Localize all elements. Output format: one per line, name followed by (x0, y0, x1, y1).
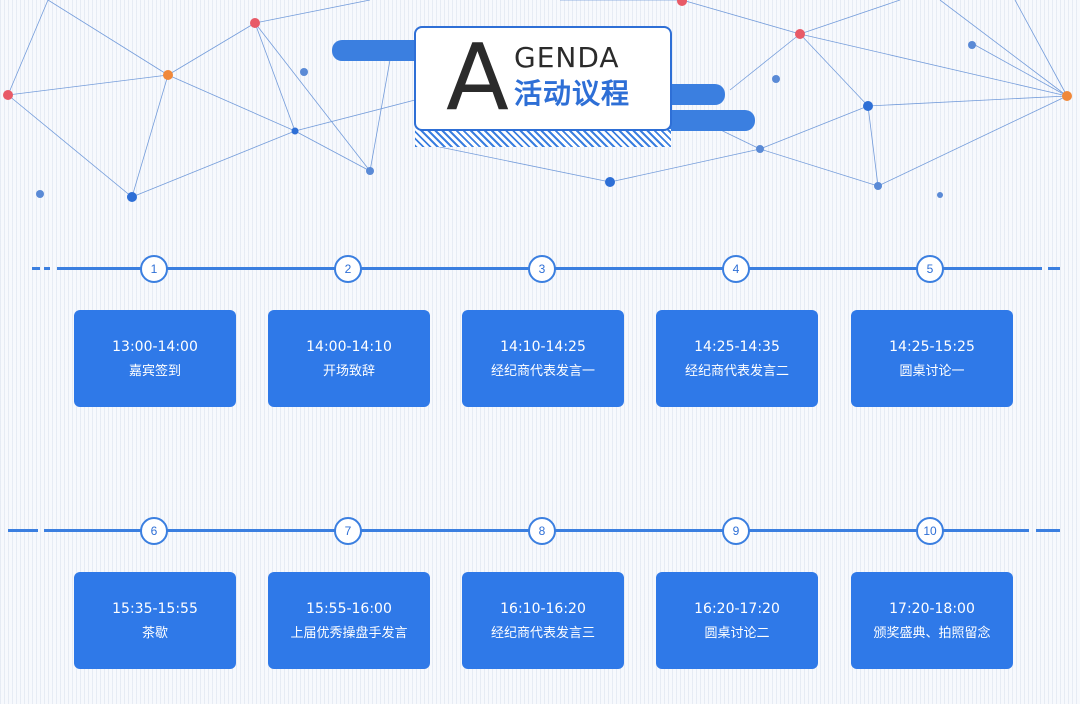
timeline-row-2: 6 7 8 9 10 (0, 515, 1080, 545)
agenda-time: 14:25-14:35 (694, 339, 780, 355)
agenda-time: 17:20-18:00 (889, 601, 975, 617)
agenda-item-title: 经纪商代表发言一 (490, 364, 595, 379)
agenda-card: 13:00-14:00 嘉宾签到 (74, 310, 236, 407)
title-shadow-decoration (415, 129, 671, 147)
agenda-card: 14:25-14:35 经纪商代表发言二 (656, 310, 818, 407)
agenda-time: 15:35-15:55 (112, 601, 198, 617)
title-text: GENDA (514, 41, 620, 74)
agenda-time: 13:00-14:00 (112, 339, 198, 355)
agenda-time: 14:00-14:10 (306, 339, 392, 355)
step-number: 7 (334, 517, 362, 545)
agenda-item-title: 经纪商代表发言三 (490, 626, 595, 641)
step-number: 4 (722, 255, 750, 283)
timeline-dash (32, 267, 40, 270)
agenda-time: 14:25-15:25 (889, 339, 975, 355)
agenda-card: 16:20-17:20 圆桌讨论二 (656, 572, 818, 669)
agenda-time: 14:10-14:25 (500, 339, 586, 355)
step-number: 6 (140, 517, 168, 545)
timeline-row-1: 1 2 3 4 5 (0, 253, 1080, 283)
agenda-time: 15:55-16:00 (306, 601, 392, 617)
network-decoration (3, 0, 1072, 202)
agenda-card: 15:35-15:55 茶歇 (74, 572, 236, 669)
agenda-card: 16:10-16:20 经纪商代表发言三 (462, 572, 624, 669)
agenda-title-box: A GENDA 活动议程 (414, 26, 672, 131)
timeline-dash (1048, 267, 1060, 270)
agenda-time: 16:10-16:20 (500, 601, 586, 617)
agenda-card: 14:10-14:25 经纪商代表发言一 (462, 310, 624, 407)
step-number: 8 (528, 517, 556, 545)
agenda-item-title: 开场致辞 (322, 364, 375, 379)
agenda-time: 16:20-17:20 (694, 601, 780, 617)
step-number: 9 (722, 517, 750, 545)
agenda-card: 17:20-18:00 颁奖盛典、拍照留念 (851, 572, 1013, 669)
step-number: 3 (528, 255, 556, 283)
timeline-dash (8, 529, 38, 532)
agenda-item-title: 圆桌讨论二 (704, 626, 770, 641)
agenda-item-title: 上届优秀操盘手发言 (290, 626, 408, 641)
agenda-item-title: 经纪商代表发言二 (684, 364, 789, 379)
agenda-item-title: 颁奖盛典、拍照留念 (873, 626, 991, 641)
timeline-dash (44, 267, 50, 270)
agenda-item-title: 茶歇 (141, 626, 168, 641)
step-number: 2 (334, 255, 362, 283)
timeline-dash (1036, 529, 1060, 532)
step-number: 5 (916, 255, 944, 283)
step-number: 10 (916, 517, 944, 545)
agenda-card: 14:25-15:25 圆桌讨论一 (851, 310, 1013, 407)
step-number: 1 (140, 255, 168, 283)
agenda-card: 15:55-16:00 上届优秀操盘手发言 (268, 572, 430, 669)
title-big-letter: A (446, 24, 509, 131)
agenda-item-title: 嘉宾签到 (128, 364, 181, 379)
agenda-item-title: 圆桌讨论一 (899, 364, 965, 379)
agenda-card: 14:00-14:10 开场致辞 (268, 310, 430, 407)
title-subtitle: 活动议程 (514, 77, 631, 110)
